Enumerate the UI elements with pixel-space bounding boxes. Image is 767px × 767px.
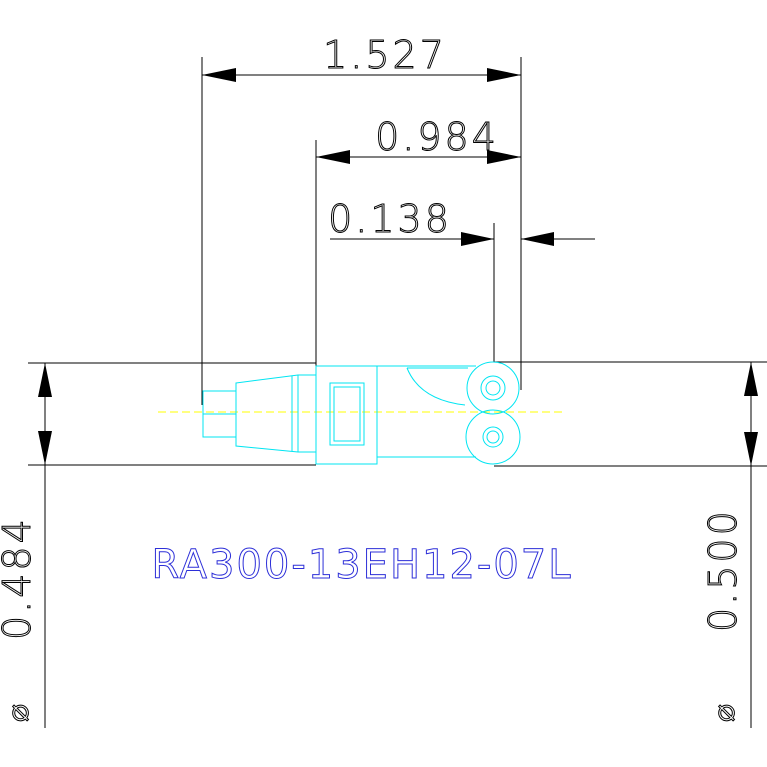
dim-overall-length: 1.527	[201, 33, 522, 405]
dim-body-to-tip: 0.984	[315, 115, 521, 366]
body-window-outer	[329, 382, 365, 446]
arm-curve	[406, 367, 466, 406]
arrow-down-icon	[38, 431, 52, 465]
dim-label-tip-offset: 0.138	[328, 197, 452, 241]
lower-roller-pin	[486, 430, 500, 444]
upper-roller	[466, 361, 520, 415]
dim-label-overall-length: 1.527	[323, 33, 447, 77]
dim-tip-offset: 0.138	[328, 197, 595, 362]
dim-right-diameter: 0.500 ⌀	[494, 361, 767, 728]
arrow-right-icon	[461, 232, 494, 246]
tool-body	[315, 365, 378, 465]
body-window-inner	[333, 386, 361, 442]
arrow-left-icon	[521, 232, 554, 246]
lower-roller-hub	[482, 426, 504, 448]
dim-left-diameter: 0.484 ⌀	[0, 362, 316, 728]
tool-geometry	[202, 361, 521, 465]
lower-roller	[465, 409, 521, 465]
arrow-up-icon	[744, 362, 758, 396]
arrow-right-icon	[487, 150, 521, 164]
diameter-symbol-icon: ⌀	[1, 701, 36, 722]
arrow-up-icon	[38, 363, 52, 397]
upper-roller-pin	[485, 380, 501, 396]
diameter-symbol-icon: ⌀	[707, 701, 742, 722]
part-number-label: RA300-13EH12-07L	[151, 542, 572, 588]
arrow-down-icon	[744, 432, 758, 466]
tapered-shank	[235, 374, 317, 453]
upper-roller-hub	[480, 375, 506, 401]
arrow-left-icon	[316, 150, 350, 164]
dim-label-left-diameter: 0.484	[0, 516, 39, 640]
dim-label-body-to-tip: 0.984	[375, 115, 499, 159]
arrow-left-icon	[202, 68, 236, 82]
dim-label-right-diameter: 0.500	[701, 508, 745, 632]
arrow-right-icon	[487, 68, 521, 82]
